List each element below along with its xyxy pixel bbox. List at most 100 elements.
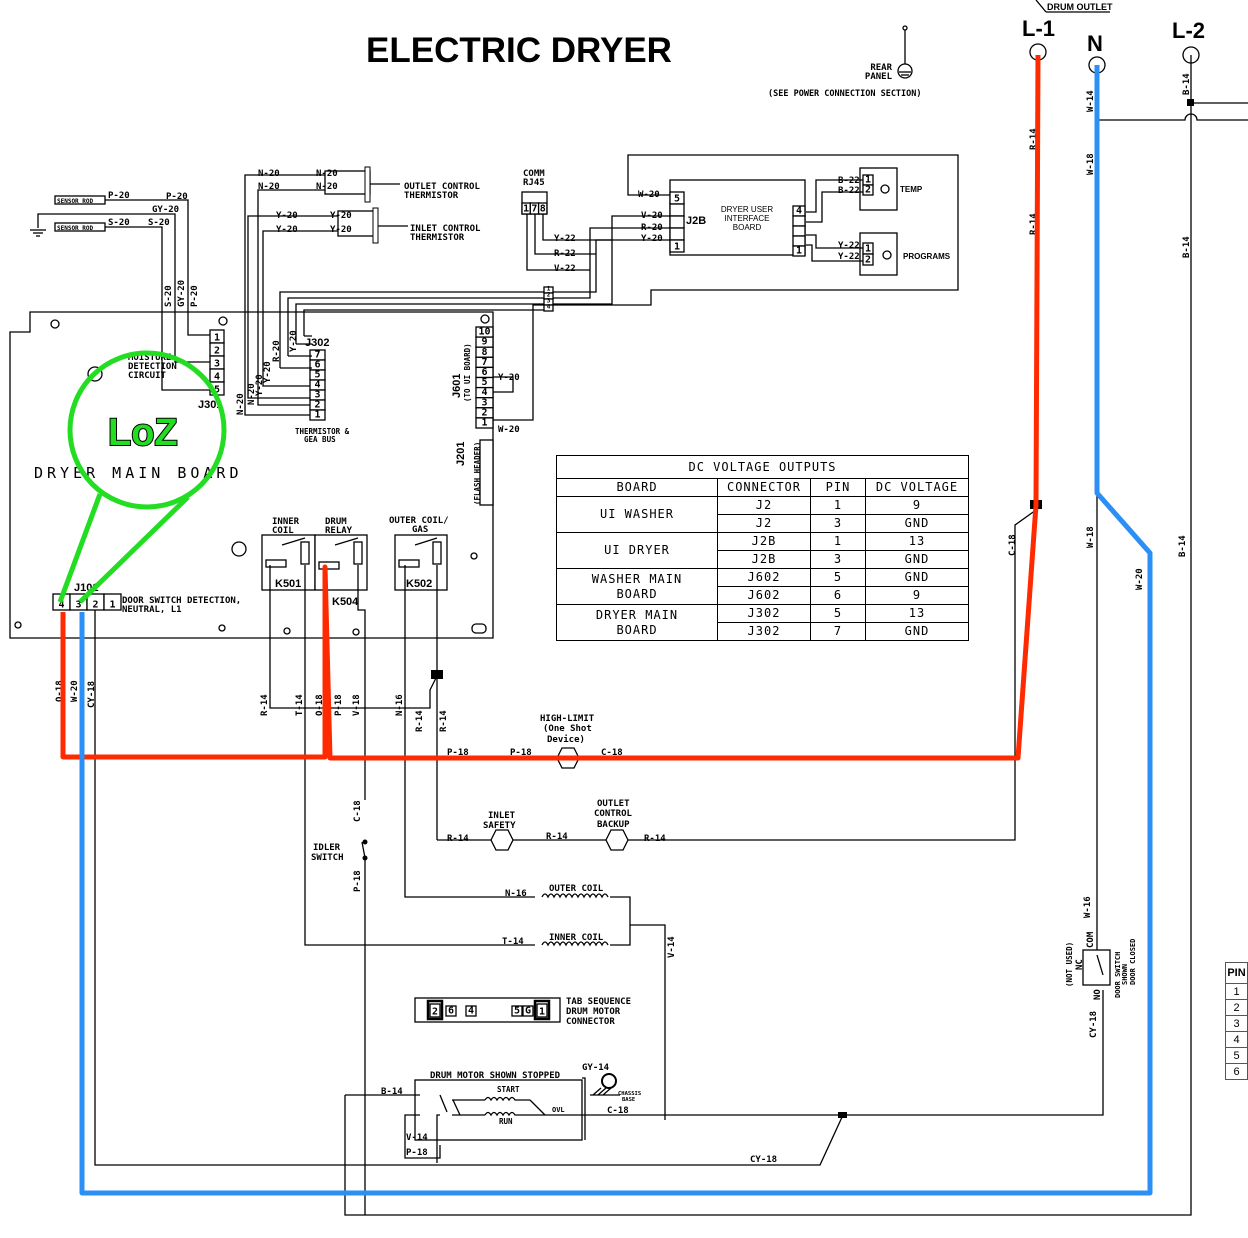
wire-label: P-18 — [406, 1148, 428, 1158]
wire-label: W-18 — [1086, 153, 1096, 175]
wire-label: N-16 — [395, 694, 405, 716]
outer-coil-label: OUTER COIL — [549, 884, 604, 894]
table-cell: GND — [865, 550, 969, 569]
l1-label: L-1 — [1022, 16, 1055, 41]
pin-number: 7 — [531, 204, 537, 215]
board-cell: UI WASHER — [556, 496, 718, 533]
pin-number: 5 — [514, 1006, 520, 1017]
relay-terminal — [353, 541, 363, 565]
high-limit-label: Device) — [547, 734, 585, 745]
relay-label: GAS — [412, 525, 428, 535]
wire-label: V-18 — [352, 694, 362, 716]
wire-label: N-20 — [236, 393, 246, 415]
pin-box — [536, 1003, 548, 1018]
j2b-label: J2B — [686, 215, 706, 227]
moisture-label: DETECTION — [128, 362, 177, 372]
wire-label: V-20 — [641, 211, 663, 221]
wire-label: Y-22 — [554, 234, 576, 244]
pin-number: 4 — [214, 372, 220, 383]
table-cell: J302 — [717, 604, 811, 623]
relay-label: DRUM — [325, 517, 347, 527]
outer-coil-icon — [541, 893, 609, 899]
pin-box — [465, 1005, 477, 1017]
wire-label: C-18 — [601, 748, 623, 758]
pin-box — [475, 417, 494, 429]
table-cell: J302 — [717, 622, 811, 641]
wire-label: T-14 — [502, 937, 524, 947]
pin-box — [445, 1005, 457, 1017]
wire-label: S-20 — [108, 218, 130, 228]
pin-cell: 5 — [1225, 1047, 1248, 1064]
pin-number: 1 — [214, 333, 220, 344]
pin-box — [862, 253, 874, 266]
pin-cell: 2 — [1225, 999, 1248, 1016]
pin-cell: 3 — [1225, 1015, 1248, 1032]
ui-board-label: BOARD — [733, 223, 762, 232]
pin-number: 4 — [468, 1006, 474, 1017]
j302-caption: THERMISTOR & — [295, 427, 350, 436]
column-header: BOARD — [556, 478, 718, 497]
wire-label: Y-20 — [276, 225, 298, 235]
nc-label: NC — [1075, 959, 1085, 970]
programs-label: PROGRAMS — [903, 252, 951, 261]
wire-label: S-20 — [164, 285, 174, 307]
pin-box — [669, 239, 685, 253]
column-header: PIN — [810, 478, 866, 497]
wire-label: P-20 — [108, 191, 130, 201]
comm-label: COMM — [523, 169, 545, 179]
wire-label: R-20 — [641, 223, 663, 233]
wire-label: CY-18 — [750, 1155, 777, 1165]
pin-number: 1 — [547, 286, 551, 293]
wire-label: V-22 — [554, 264, 576, 274]
j101-caption: NEUTRAL, L1 — [122, 605, 182, 615]
table-cell: J2B — [717, 550, 811, 569]
relay-terminal — [432, 541, 442, 565]
pin-number: 2 — [214, 346, 220, 357]
j601-sub-label: (TO UI BOARD) — [463, 343, 472, 402]
tab-connector-label: CONNECTOR — [566, 1017, 615, 1027]
pin-number: 1 — [109, 600, 115, 611]
pin-number: 1 — [674, 242, 680, 253]
pin-number: 4 — [481, 387, 487, 398]
wire-label: T-14 — [295, 694, 305, 716]
pin-number: 10 — [478, 327, 490, 338]
wire-label: R-22 — [554, 249, 576, 259]
inlet-thermistor-label: THERMISTOR — [410, 233, 465, 243]
pin-number: 6 — [448, 1006, 454, 1017]
pin-number: 8 — [540, 204, 546, 215]
moisture-label: MOISTURE — [128, 353, 171, 363]
pin-number: 2 — [92, 600, 98, 611]
high-limit-label: HIGH-LIMIT — [540, 714, 595, 724]
inlet-safety-label: INLET — [488, 811, 516, 821]
table-cell: J2 — [717, 514, 811, 533]
pin-number: 4 — [58, 600, 64, 611]
pin-number: 5 — [314, 370, 320, 381]
wire-label: V-14 — [406, 1133, 428, 1143]
table-cell: J602 — [717, 586, 811, 605]
pin-number: 2 — [481, 407, 487, 418]
pin-number: 1 — [539, 1007, 545, 1018]
j201-flash-header — [479, 439, 494, 506]
pin-number: 5 — [481, 377, 487, 388]
wire-label: R-14 — [546, 832, 568, 842]
wire-label: R-14 — [644, 834, 666, 844]
neutral-label: N — [1087, 31, 1103, 56]
table-cell: J602 — [717, 568, 811, 587]
wire-label: R-14 — [260, 694, 270, 716]
j201-sub-label: (FLASH HEADER) — [473, 442, 482, 505]
pin-number: 2 — [865, 185, 871, 196]
idler-switch-label: SWITCH — [311, 853, 344, 863]
wire-label: Y-20 — [263, 361, 273, 383]
pin-number: 1 — [865, 175, 871, 186]
pin-number: 3 — [314, 390, 320, 401]
pin-cell: 1 — [1225, 983, 1248, 1000]
rear-panel-label: REAR — [870, 63, 892, 73]
ground-icon — [897, 63, 913, 79]
wire-label: Y-20 — [289, 330, 299, 352]
